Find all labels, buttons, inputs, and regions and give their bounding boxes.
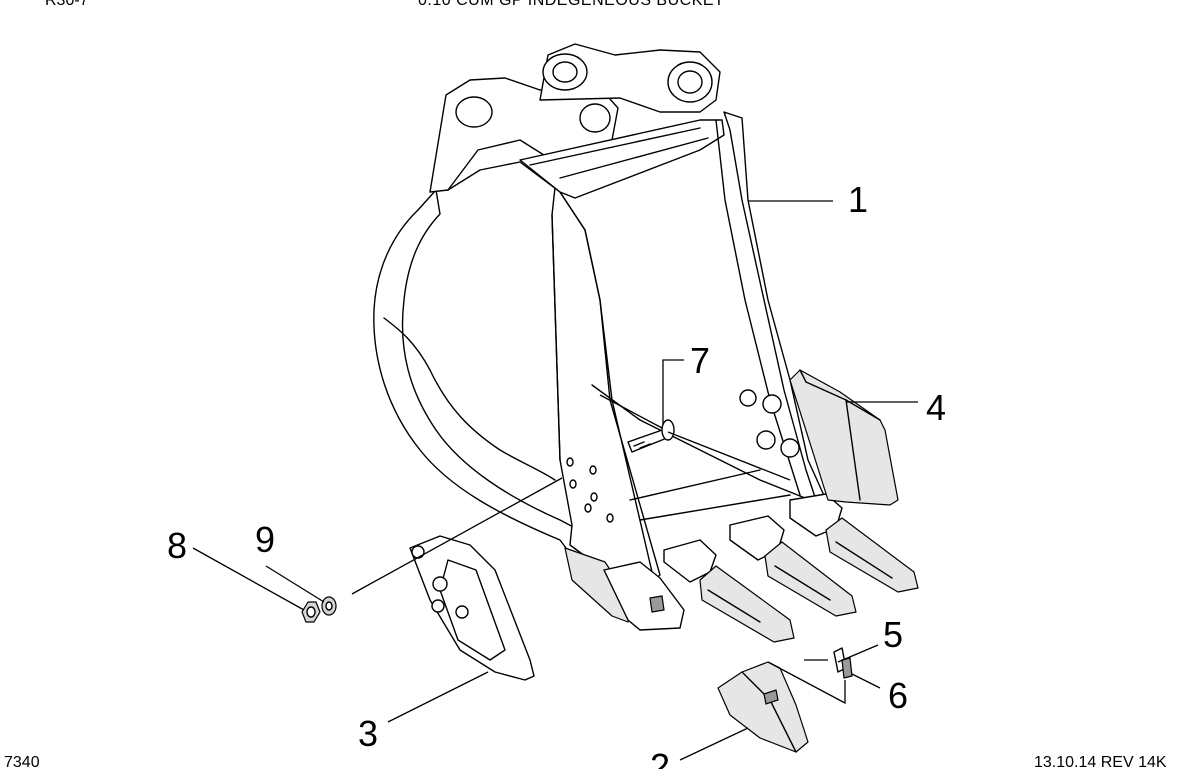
callout-1: 1 [848, 179, 868, 220]
model-code: R30-7 [45, 0, 89, 9]
pin-and-lock [833, 647, 853, 679]
drawing-number: 7340 [4, 754, 40, 771]
side-cutter-left [409, 535, 535, 681]
callout-6: 6 [888, 675, 908, 716]
callout-2: 2 [650, 746, 670, 769]
callout-3: 3 [358, 713, 378, 754]
callout-5: 5 [883, 614, 903, 655]
bucket-teeth [663, 493, 919, 643]
callout-4: 4 [926, 387, 946, 428]
bolt [627, 419, 675, 453]
revision-stamp: 13.10.14 REV 14K [1034, 754, 1167, 771]
diagram-title: 0.10 CUM GP INDEGENEOUS BUCKET [418, 0, 725, 9]
nut-and-washer [301, 596, 337, 623]
leader-lines [192, 200, 918, 761]
side-plate-holes [566, 389, 800, 523]
loose-tooth [717, 661, 809, 753]
callout-labels: 1 2 3 4 5 6 7 8 9 [167, 179, 946, 769]
callout-8: 8 [167, 525, 187, 566]
callout-9: 9 [255, 519, 275, 560]
side-cutter-right [789, 369, 899, 506]
callout-7: 7 [690, 340, 710, 381]
bucket-body [373, 43, 837, 631]
